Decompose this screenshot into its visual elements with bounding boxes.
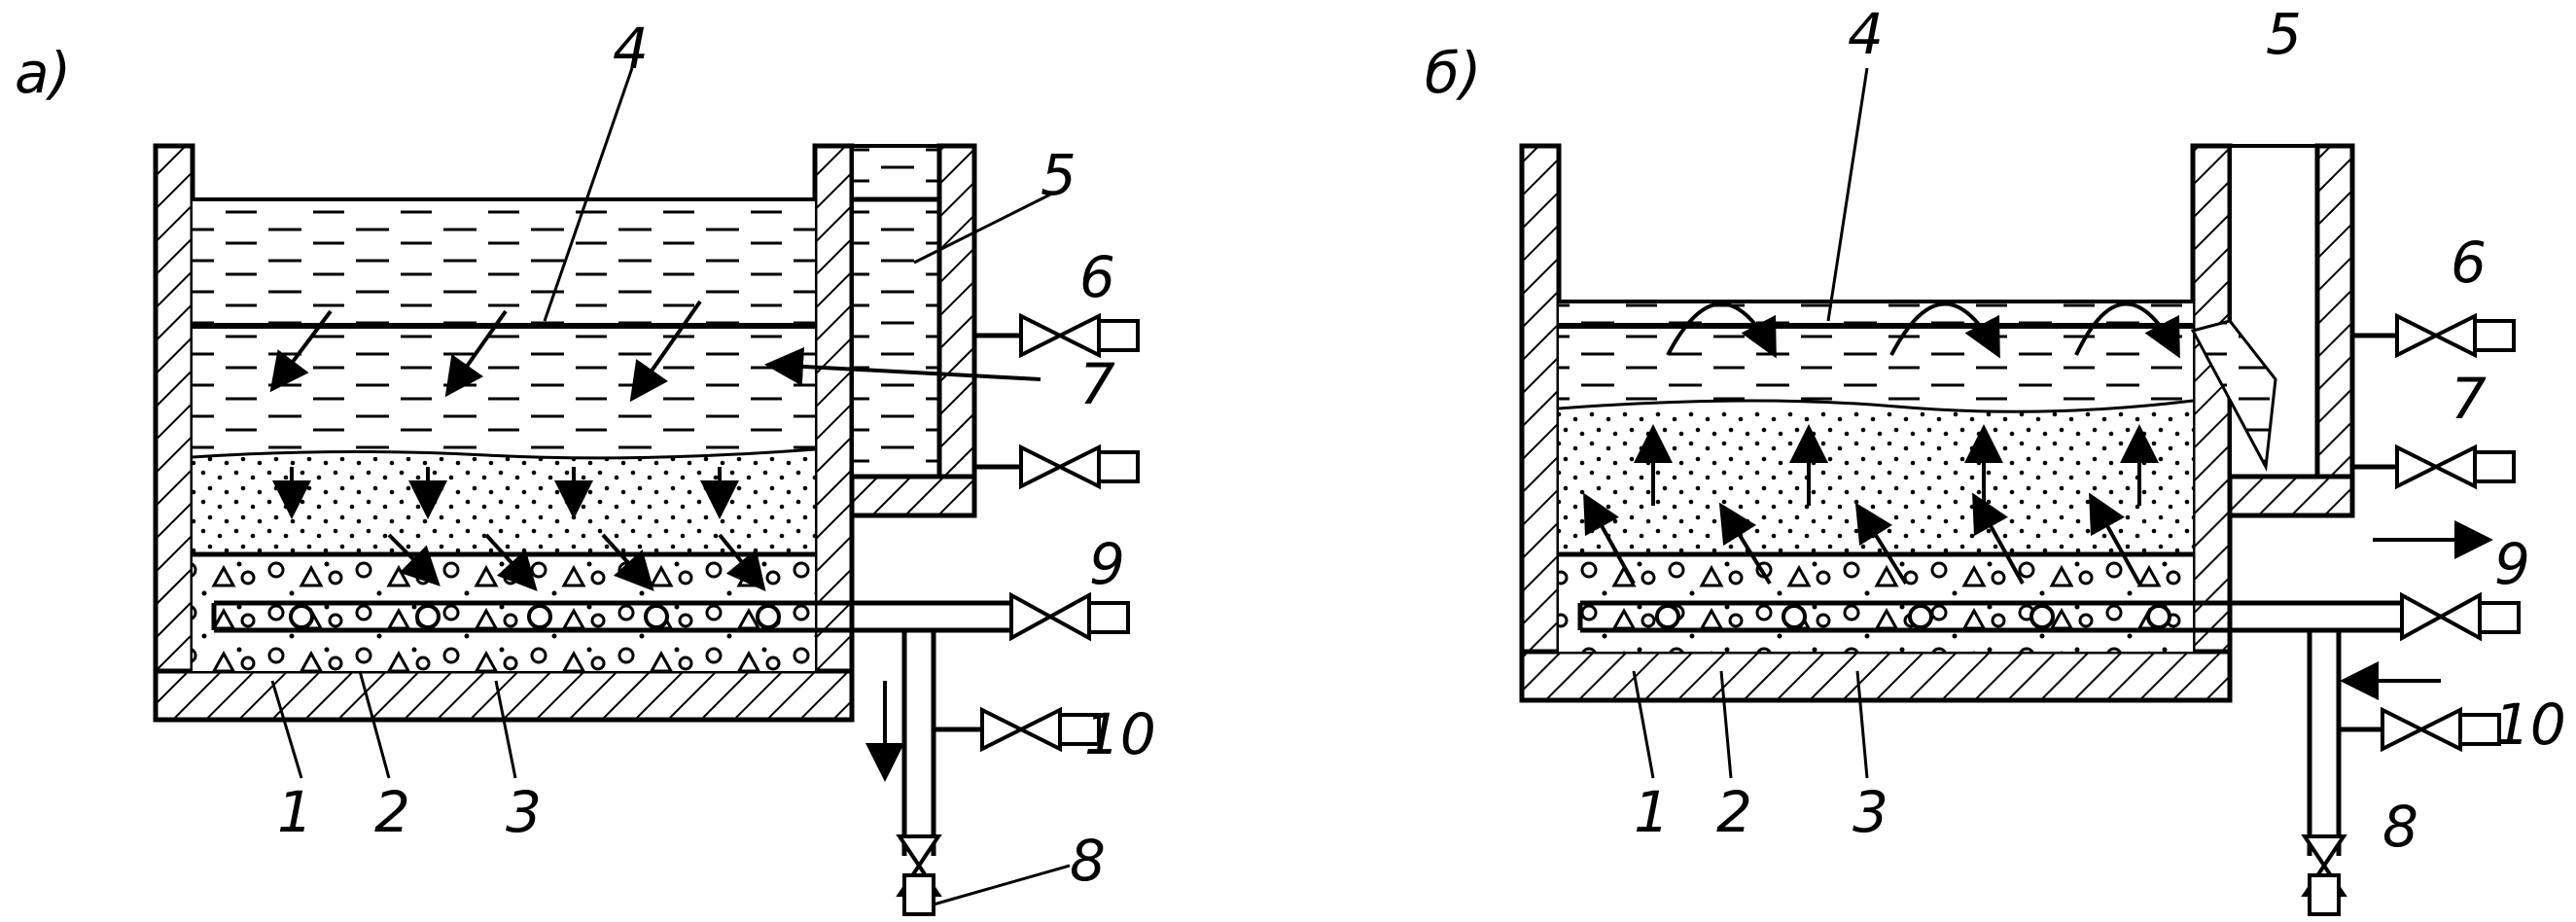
panel-a-callout-8: 8 xyxy=(1070,828,1106,894)
panel-a-valve-7 xyxy=(974,443,1140,490)
panel-a-callout-5: 5 xyxy=(1041,142,1076,208)
panel-a-leaders xyxy=(270,67,1071,906)
panel-a-valve-6 xyxy=(974,312,1140,359)
panel-b-flow-arrows xyxy=(1583,424,2493,700)
panel-a-label: а) xyxy=(15,40,71,106)
panel-a-callout-4: 4 xyxy=(613,16,649,82)
panel-b-callout-4: 4 xyxy=(1848,1,1884,67)
panel-a-callout-7: 7 xyxy=(1079,351,1115,417)
panel-b-valve-8 xyxy=(2301,834,2347,916)
panel-a-valve-9 xyxy=(1009,591,1130,642)
panel-a-gravel-layer xyxy=(193,554,815,671)
panel-a: а) xyxy=(15,16,1156,916)
panel-b-washwater-jets xyxy=(1666,301,2180,359)
panel-a-drain-pipe xyxy=(211,600,1011,633)
panel-a-callout-2: 2 xyxy=(374,779,410,845)
panel-a-callout-3: 3 xyxy=(506,779,542,845)
panel-b-callout-8: 8 xyxy=(2382,794,2418,860)
panel-b-leaders xyxy=(1632,67,1869,779)
panel-b-valve-6 xyxy=(2352,312,2516,359)
panel-b-valve-9 xyxy=(2400,591,2521,642)
panel-a-callout-10: 10 xyxy=(1084,701,1156,767)
panel-b-label: б) xyxy=(1425,40,1481,106)
panel-b-callout-10: 10 xyxy=(2494,692,2566,758)
panel-a-callout-9: 9 xyxy=(1089,531,1125,597)
panel-b-valve-10 xyxy=(2339,706,2501,753)
panel-b-callout-1: 1 xyxy=(1634,779,1670,845)
panel-a-valve-10 xyxy=(934,706,1101,753)
panel-b-callout-2: 2 xyxy=(1716,779,1752,845)
panel-a-callout-6: 6 xyxy=(1079,244,1115,310)
panel-b-callout-6: 6 xyxy=(2451,230,2487,296)
panel-a-flow-arrows xyxy=(269,300,1041,782)
panel-b-callout-9: 9 xyxy=(2494,531,2530,597)
panel-a-side-channel xyxy=(849,143,977,518)
panel-b-side-channel xyxy=(2190,143,2355,518)
panel-a-valve-8 xyxy=(896,834,942,916)
panel-a-callout-1: 1 xyxy=(277,779,313,845)
panel-b-water-layer xyxy=(1559,301,2193,408)
panel-b-drain-pipe xyxy=(1577,600,2402,633)
panel-b-callout-7: 7 xyxy=(2451,366,2487,432)
panel-b-callout-3: 3 xyxy=(1853,779,1888,845)
panel-b-valve-7 xyxy=(2352,443,2516,490)
panel-b-callout-5: 5 xyxy=(2266,1,2302,67)
panel-b: б) xyxy=(1425,1,2566,916)
